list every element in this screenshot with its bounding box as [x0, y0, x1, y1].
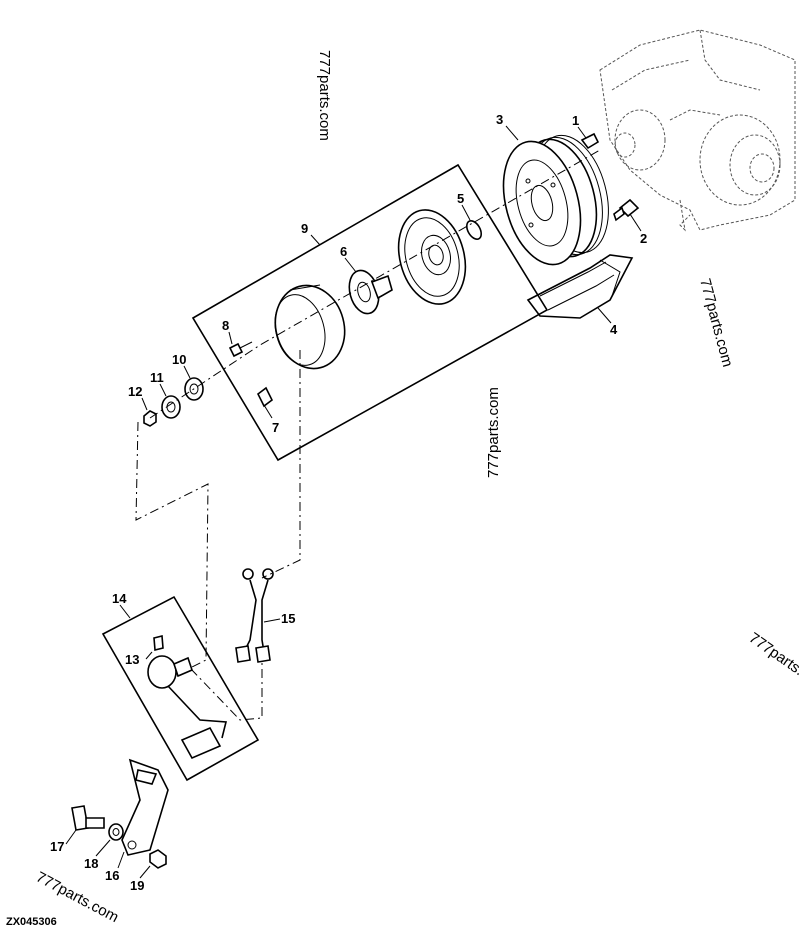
part-9-clutch-assembly-box [191, 163, 549, 462]
alignment-lines [135, 149, 601, 721]
callout-3: 3 [496, 112, 503, 127]
part-6-hub [348, 269, 393, 315]
watermark-4: 777parts.com [746, 629, 800, 695]
watermark-2: 777parts.com [485, 387, 502, 478]
clutch-armature-plate [397, 209, 467, 305]
callout-11: 11 [150, 370, 164, 385]
callout-6: 6 [340, 244, 347, 259]
callout-13: 13 [125, 652, 139, 667]
part-12-nut [143, 410, 157, 427]
part-18-washer [108, 823, 124, 841]
part-17-bolt [71, 805, 105, 831]
callout-12: 12 [128, 384, 142, 399]
callout-18: 18 [84, 856, 98, 871]
watermark-3: 777parts.com [696, 277, 736, 369]
part-16-bracket [121, 758, 169, 856]
part-3-pulley [502, 134, 609, 266]
part-14-switch-box [101, 595, 260, 782]
part-7-clip [256, 386, 274, 408]
callout-16: 16 [105, 868, 119, 883]
callout-17: 17 [50, 839, 64, 854]
callout-5: 5 [457, 191, 464, 206]
callout-7: 7 [272, 420, 279, 435]
watermark-1: 777parts.com [316, 50, 333, 141]
callout-10: 10 [172, 352, 186, 367]
part-10-washer [184, 377, 204, 401]
callout-1: 1 [572, 113, 579, 128]
part-15-harness [235, 568, 274, 663]
figure-reference: ZX045306 [6, 916, 57, 928]
callout-14: 14 [112, 591, 127, 606]
callout-19: 19 [130, 878, 144, 893]
callout-9: 9 [301, 221, 308, 236]
leader-lines [65, 125, 642, 879]
callout-2: 2 [640, 231, 647, 246]
clutch-rotor [274, 284, 346, 370]
part-13-fitting [153, 634, 164, 652]
callout-15: 15 [281, 611, 295, 626]
pressure-switch [147, 655, 228, 760]
callout-8: 8 [222, 318, 229, 333]
compressor-ghost-outline [599, 29, 796, 232]
callout-4: 4 [610, 322, 618, 337]
part-5-snap-ring [465, 220, 483, 240]
part-19-nut [149, 849, 167, 869]
part-4-pad [526, 254, 634, 319]
part-1-key [580, 132, 600, 150]
callout-labels: 1 2 3 4 5 6 7 8 9 10 11 12 13 14 15 16 1… [50, 112, 647, 893]
part-8-screw [228, 341, 253, 358]
part-2-bolt [613, 198, 640, 222]
